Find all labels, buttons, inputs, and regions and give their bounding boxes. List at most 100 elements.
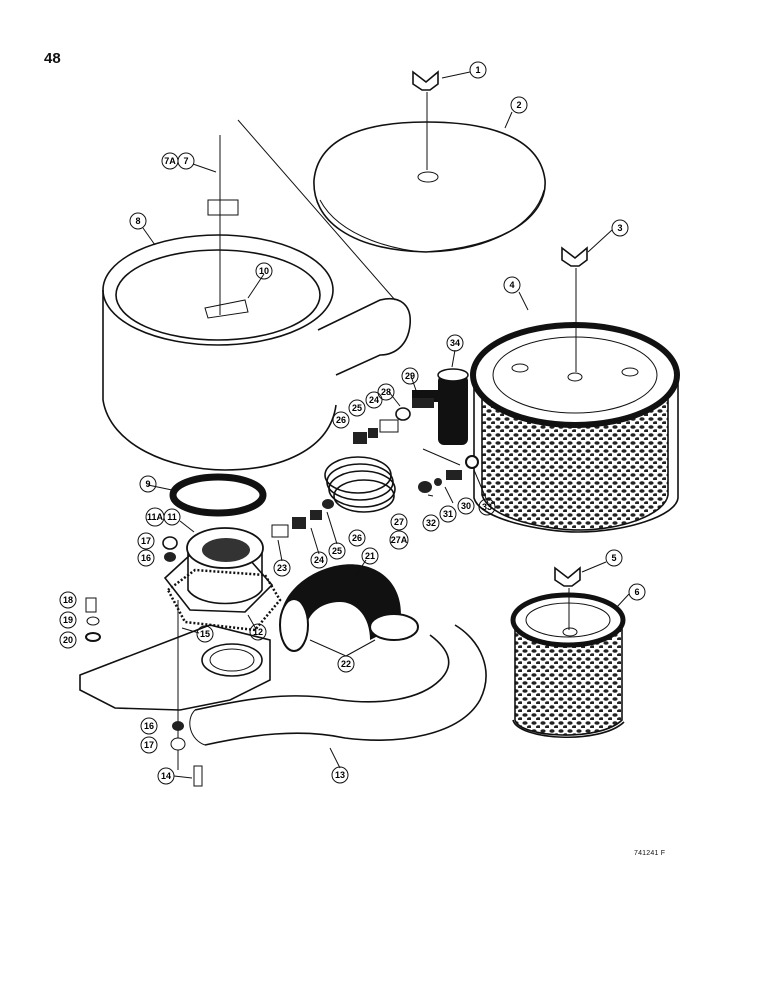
callout-12: 12 bbox=[249, 623, 267, 641]
spring-tube bbox=[324, 456, 396, 513]
leader-lines bbox=[142, 71, 630, 779]
callout-4: 4 bbox=[503, 276, 521, 294]
callout-16-lower: 16 bbox=[140, 717, 158, 735]
callout-34: 34 bbox=[446, 334, 464, 352]
callout-29: 29 bbox=[401, 367, 419, 385]
fittings-lower bbox=[271, 455, 479, 538]
page-number: 48 bbox=[44, 50, 61, 67]
callout-31: 31 bbox=[439, 505, 457, 523]
svg-text:25: 25 bbox=[352, 403, 362, 413]
callout-17-lower: 17 bbox=[140, 736, 158, 754]
svg-text:24: 24 bbox=[369, 395, 379, 405]
callout-10: 10 bbox=[255, 262, 273, 280]
svg-text:20: 20 bbox=[63, 635, 73, 645]
svg-text:28: 28 bbox=[381, 387, 391, 397]
callout-24-upper: 24 bbox=[365, 391, 383, 409]
callout-33: 33 bbox=[478, 498, 496, 516]
callout-6: 6 bbox=[628, 583, 646, 601]
svg-text:7: 7 bbox=[183, 156, 188, 166]
callout-11: 11 bbox=[163, 508, 181, 526]
svg-text:24: 24 bbox=[314, 555, 324, 565]
gasket-9 bbox=[169, 473, 267, 517]
callout-1: 1 bbox=[469, 61, 487, 79]
svg-text:8: 8 bbox=[135, 216, 140, 226]
callout-2: 2 bbox=[510, 96, 528, 114]
callout-16-upper: 16 bbox=[137, 549, 155, 567]
svg-text:17: 17 bbox=[144, 740, 154, 750]
callout-26-upper: 26 bbox=[332, 411, 350, 429]
air-cleaner-cover bbox=[237, 119, 546, 301]
mounting-bracket bbox=[79, 624, 271, 711]
callout-27: 27 bbox=[390, 513, 408, 531]
air-cleaner-body bbox=[102, 135, 411, 471]
wing-nut-3 bbox=[561, 246, 588, 372]
svg-text:10: 10 bbox=[259, 266, 269, 276]
callout-5: 5 bbox=[605, 549, 623, 567]
svg-text:13: 13 bbox=[335, 770, 345, 780]
callout-13: 13 bbox=[331, 766, 349, 784]
callout-32: 32 bbox=[422, 514, 440, 532]
svg-text:19: 19 bbox=[63, 615, 73, 625]
svg-text:33: 33 bbox=[482, 502, 492, 512]
callout-7a: 7A bbox=[161, 152, 179, 170]
svg-text:3: 3 bbox=[617, 223, 622, 233]
callout-18: 18 bbox=[59, 591, 77, 609]
svg-text:29: 29 bbox=[405, 371, 415, 381]
svg-text:31: 31 bbox=[443, 509, 453, 519]
callout-21: 21 bbox=[361, 547, 379, 565]
callout-7: 7 bbox=[177, 152, 195, 170]
svg-text:9: 9 bbox=[145, 479, 150, 489]
callout-14: 14 bbox=[157, 767, 175, 785]
fittings-upper bbox=[353, 398, 434, 444]
svg-text:11: 11 bbox=[167, 512, 177, 522]
svg-text:26: 26 bbox=[352, 533, 362, 543]
svg-text:16: 16 bbox=[144, 721, 154, 731]
svg-text:15: 15 bbox=[200, 629, 210, 639]
svg-text:11A: 11A bbox=[147, 512, 164, 522]
rubber-elbow bbox=[279, 564, 419, 652]
svg-text:21: 21 bbox=[365, 551, 375, 561]
svg-text:27: 27 bbox=[394, 517, 404, 527]
svg-text:25: 25 bbox=[332, 546, 342, 556]
intake-adapter bbox=[163, 527, 282, 632]
svg-text:18: 18 bbox=[63, 595, 73, 605]
outer-filter-element bbox=[470, 322, 680, 533]
callout-20: 20 bbox=[59, 631, 77, 649]
callout-23: 23 bbox=[273, 559, 291, 577]
svg-text:16: 16 bbox=[141, 553, 151, 563]
svg-text:7A: 7A bbox=[164, 156, 176, 166]
svg-text:1: 1 bbox=[475, 65, 480, 75]
callout-25-upper: 25 bbox=[348, 399, 366, 417]
svg-text:12: 12 bbox=[253, 627, 263, 637]
svg-text:2: 2 bbox=[516, 100, 521, 110]
callout-24-lower: 24 bbox=[310, 551, 328, 569]
restriction-indicator bbox=[412, 368, 469, 445]
svg-text:23: 23 bbox=[277, 563, 287, 573]
svg-text:34: 34 bbox=[450, 338, 460, 348]
svg-text:6: 6 bbox=[634, 587, 639, 597]
callout-30: 30 bbox=[457, 497, 475, 515]
callout-28: 28 bbox=[377, 383, 395, 401]
callout-9: 9 bbox=[139, 475, 157, 493]
svg-text:17: 17 bbox=[141, 536, 151, 546]
callout-8: 8 bbox=[129, 212, 147, 230]
svg-text:5: 5 bbox=[611, 553, 616, 563]
svg-text:30: 30 bbox=[461, 501, 471, 511]
callout-22: 22 bbox=[337, 655, 355, 673]
inner-filter-element bbox=[510, 592, 626, 738]
callout-19: 19 bbox=[59, 611, 77, 629]
intake-pipe bbox=[189, 624, 487, 746]
callout-26-lower: 26 bbox=[348, 529, 366, 547]
wing-nut-5 bbox=[554, 566, 581, 630]
callout-15: 15 bbox=[196, 625, 214, 643]
svg-text:22: 22 bbox=[341, 659, 351, 669]
wing-nut-1 bbox=[412, 70, 439, 170]
svg-text:32: 32 bbox=[426, 518, 436, 528]
callout-27a: 27A bbox=[389, 530, 409, 550]
figure-code: 741241 F bbox=[634, 850, 666, 857]
callout-25-lower: 25 bbox=[328, 542, 346, 560]
svg-text:27A: 27A bbox=[391, 535, 408, 545]
callout-17-upper: 17 bbox=[137, 532, 155, 550]
hardware-left bbox=[85, 536, 203, 787]
